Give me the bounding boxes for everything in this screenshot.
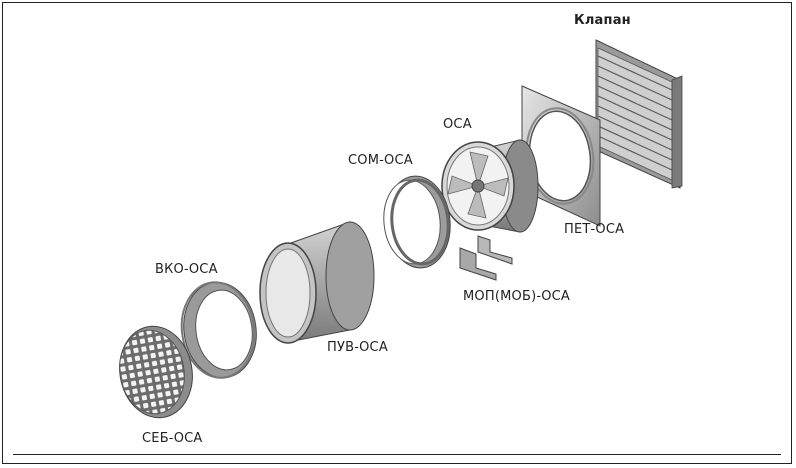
label-klapan: Клапан — [574, 13, 631, 28]
bottom-rule — [13, 454, 781, 455]
vko-osa-ring — [180, 281, 257, 379]
label-osa: ОСА — [443, 117, 472, 132]
label-seb-osa: СЕБ-ОСА — [142, 431, 203, 446]
label-mop-mob-osa: МОП(МОБ)-ОСА — [463, 289, 571, 304]
com-osa-ring — [383, 175, 451, 269]
osa-fan-part — [441, 139, 539, 233]
seb-osa-grille — [119, 325, 193, 419]
label-vko-osa: ВКО-ОСА — [155, 262, 218, 277]
pet-osa-flange-plate — [521, 85, 601, 227]
mop-mob-osa-brackets — [459, 235, 513, 281]
puv-osa-tube — [259, 221, 375, 344]
valve-louver-part — [595, 39, 683, 189]
label-pet-osa: ПЕТ-ОСА — [564, 222, 625, 237]
label-puv-osa: ПУВ-ОСА — [327, 340, 388, 355]
label-com-osa: СОМ-ОСА — [348, 153, 413, 168]
